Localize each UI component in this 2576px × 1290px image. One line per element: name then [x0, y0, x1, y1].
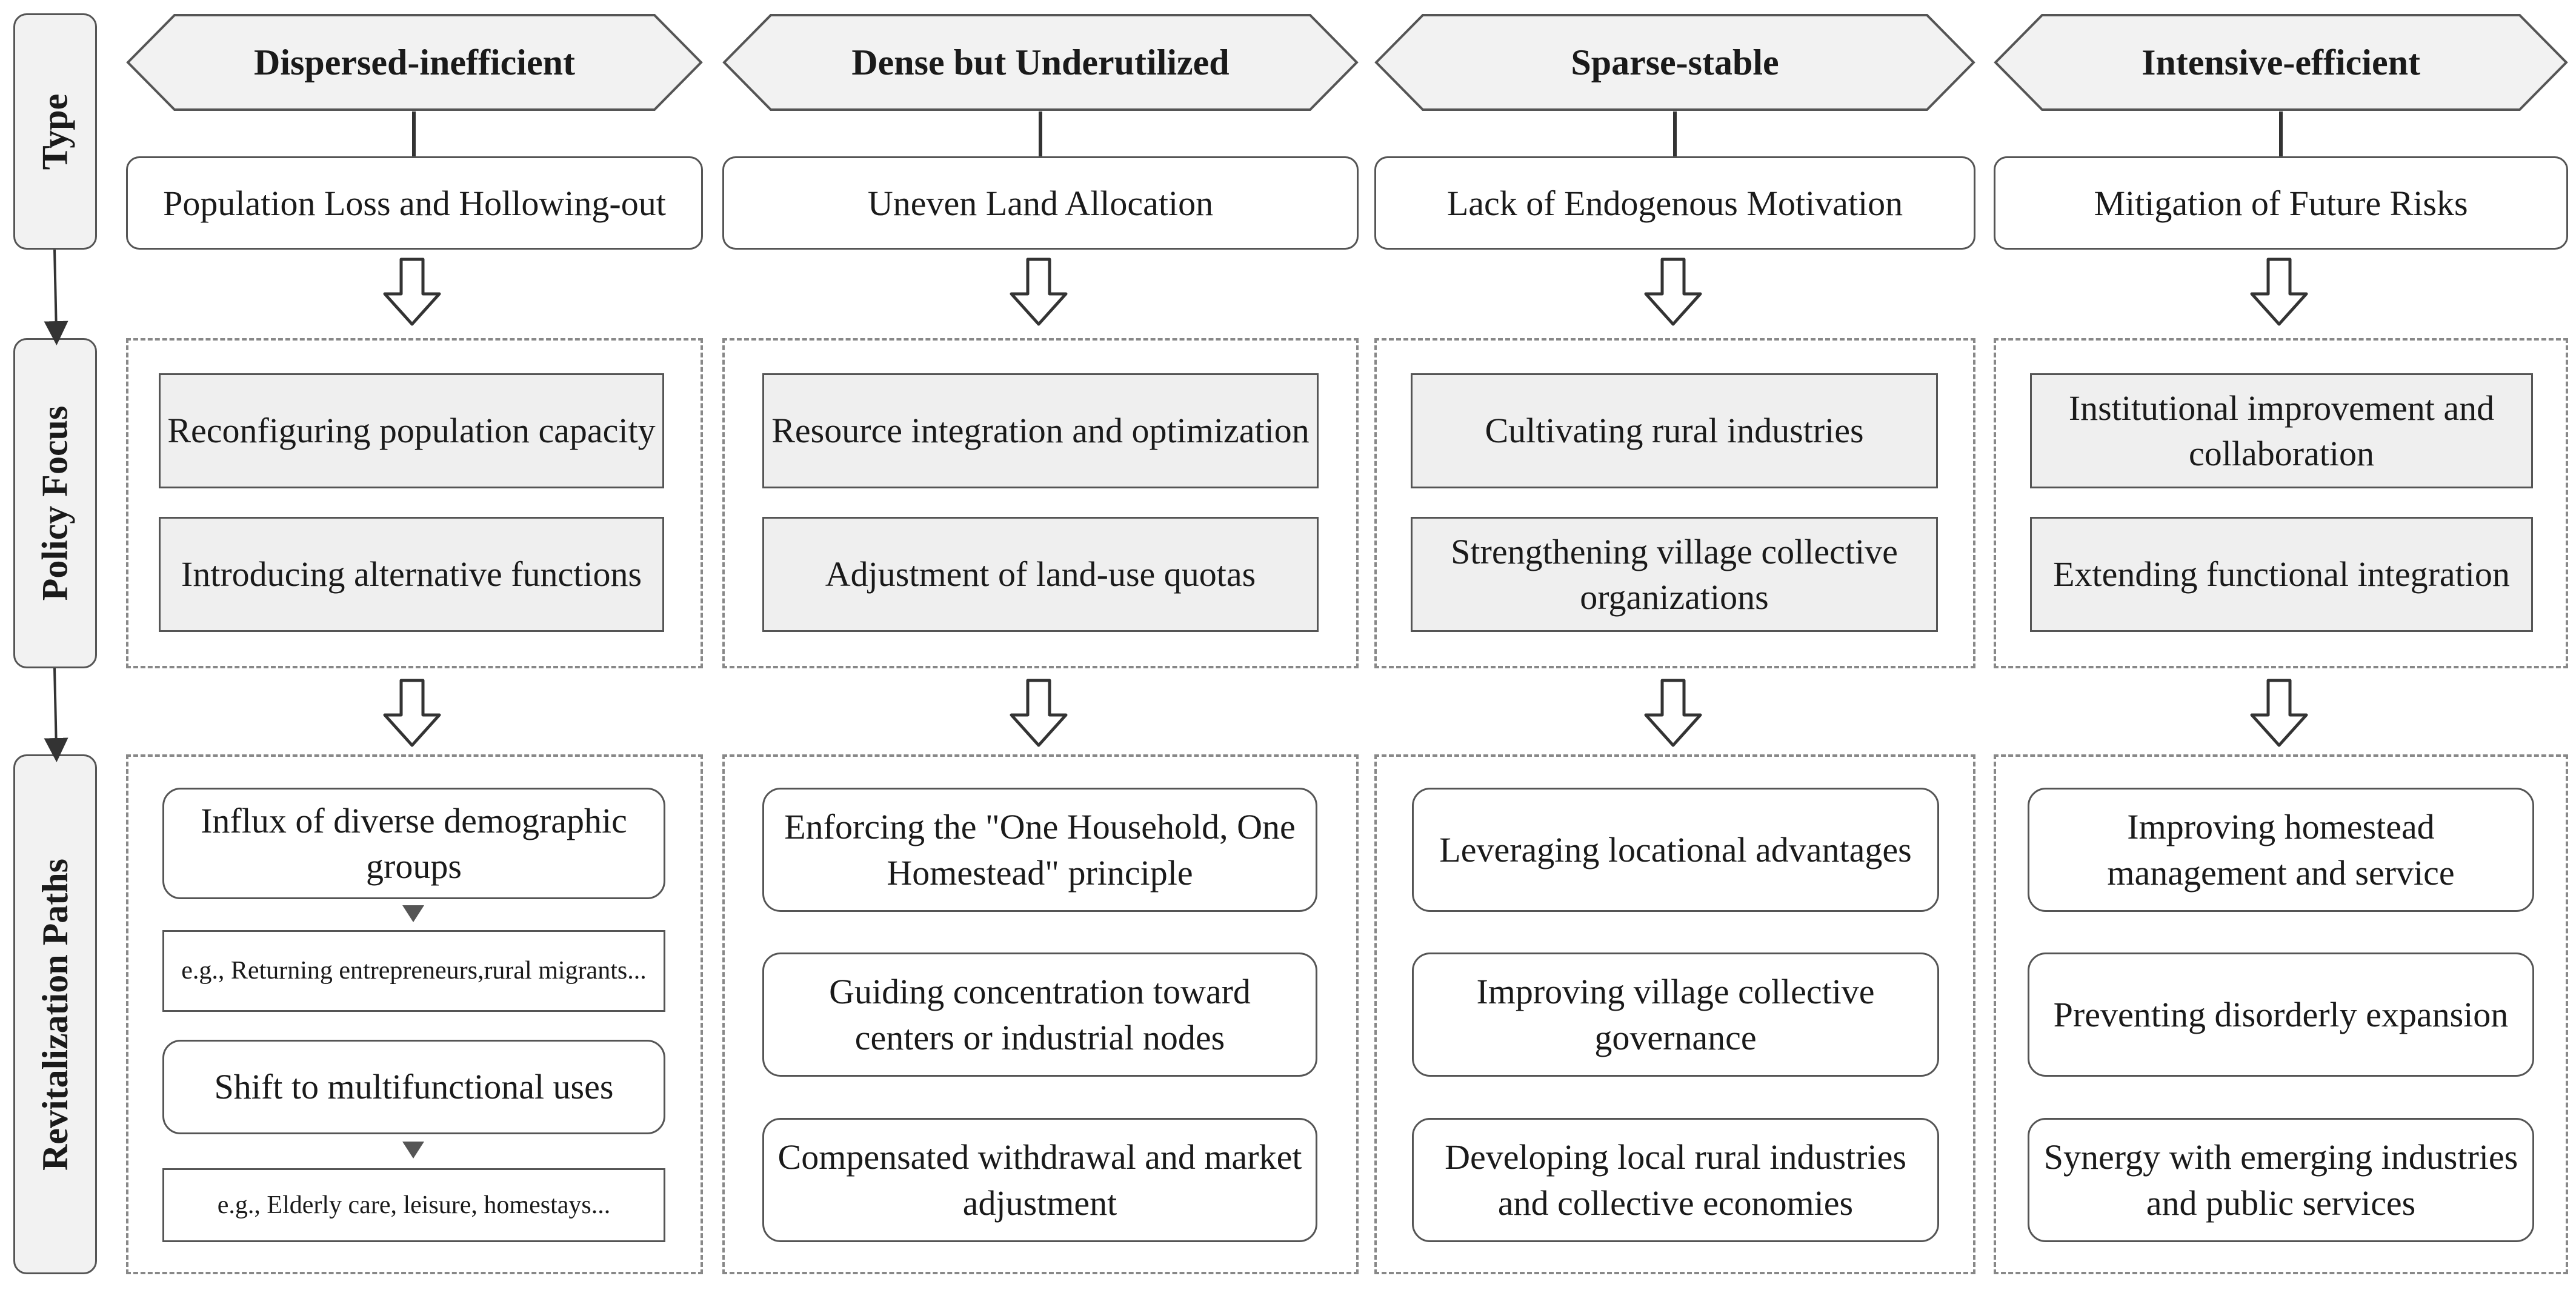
- down-arrow-icon: [2250, 679, 2308, 747]
- path-item: Shift to multifunctional uses: [162, 1040, 665, 1134]
- down-arrow-icon: [383, 679, 441, 747]
- side-connectors: [44, 249, 68, 762]
- path-item: Improving homestead management and servi…: [2028, 788, 2534, 912]
- problem-box-1: Population Loss and Hollowing-out: [126, 156, 703, 250]
- down-arrow-icon: [383, 258, 441, 326]
- policy-item: Strengthening village collective organiz…: [1411, 517, 1938, 632]
- problem-box-3: Lack of Endogenous Motivation: [1374, 156, 1975, 250]
- policy-item: Cultivating rural industries: [1411, 373, 1938, 488]
- type-header-3: Sparse-stable: [1374, 13, 1975, 111]
- problem-box-4: Mitigation of Future Risks: [1994, 156, 2568, 250]
- hexagon-shape: [1374, 14, 1975, 111]
- row-label-revitalization-paths: Revitalization Paths: [13, 754, 97, 1274]
- example-box: e.g., Returning entrepreneurs,rural migr…: [162, 930, 665, 1012]
- row-label-type-text: Type: [35, 93, 75, 170]
- header-connector-3: [1673, 111, 1677, 156]
- connector-policy-to-paths: [44, 668, 68, 762]
- path-item: Preventing disorderly expansion: [2028, 953, 2534, 1077]
- down-arrow-icon: [1644, 258, 1702, 326]
- path-item: Enforcing the "One Household, One Homest…: [762, 788, 1317, 912]
- type-header-4-text: Intensive-efficient: [2142, 42, 2420, 82]
- type-header-2-text: Dense but Underutilized: [851, 42, 1230, 82]
- problem-box-2: Uneven Land Allocation: [722, 156, 1359, 250]
- row-label-policy-focus: Policy Focus: [13, 338, 97, 668]
- down-arrow-icon: [2250, 258, 2308, 326]
- path-item: Synergy with emerging industries and pub…: [2028, 1118, 2534, 1242]
- policy-item: Institutional improvement and collaborat…: [2030, 373, 2533, 488]
- policy-item: Extending functional integration: [2030, 517, 2533, 632]
- header-connector-1: [412, 111, 416, 156]
- policy-item: Reconfiguring population capacity: [159, 373, 664, 488]
- down-arrow-icon: [1644, 679, 1702, 747]
- type-header-1: Dispersed-inefficient: [126, 13, 703, 111]
- hexagon-shape: [722, 14, 1359, 111]
- path-item: Developing local rural industries and co…: [1412, 1118, 1939, 1242]
- policy-item: Introducing alternative functions: [159, 517, 664, 632]
- down-arrow-icon: [1010, 258, 1068, 326]
- header-connector-2: [1039, 111, 1042, 156]
- row-label-type: Type: [13, 13, 97, 250]
- example-box: e.g., Elderly care, leisure, homestays..…: [162, 1168, 665, 1242]
- type-header-3-text: Sparse-stable: [1571, 42, 1779, 82]
- type-header-2: Dense but Underutilized: [722, 13, 1359, 111]
- policy-item: Adjustment of land-use quotas: [762, 517, 1319, 632]
- triangle-down-icon: [402, 905, 424, 922]
- type-header-1-text: Dispersed-inefficient: [254, 42, 575, 82]
- down-arrow-icon: [1010, 679, 1068, 747]
- policy-item: Resource integration and optimization: [762, 373, 1319, 488]
- hexagon-shape: [1994, 14, 2568, 111]
- header-connector-4: [2279, 111, 2283, 156]
- row-label-revitalization-paths-text: Revitalization Paths: [35, 858, 75, 1171]
- connector-type-to-policy: [44, 249, 68, 345]
- hexagon-shape: [126, 14, 703, 111]
- path-item: Improving village collective governance: [1412, 953, 1939, 1077]
- path-item: Influx of diverse demographic groups: [162, 788, 665, 899]
- path-item: Leveraging locational advantages: [1412, 788, 1939, 912]
- path-item: Compensated withdrawal and market adjust…: [762, 1118, 1317, 1242]
- triangle-down-icon: [402, 1142, 424, 1159]
- path-item: Guiding concentration toward centers or …: [762, 953, 1317, 1077]
- type-header-4: Intensive-efficient: [1994, 13, 2568, 111]
